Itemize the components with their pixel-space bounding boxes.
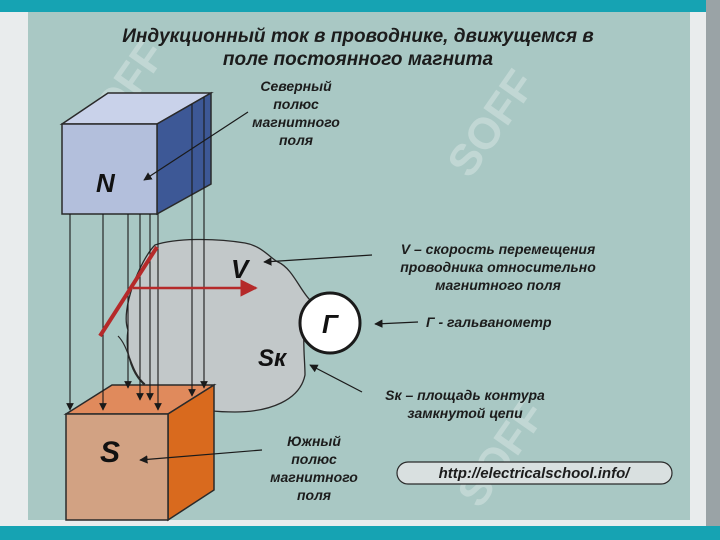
right-accent-bar [706,0,720,540]
area-symbol: Sк [258,345,288,372]
top-accent-bar [0,0,720,12]
svg-text:Sк – площадь контура: Sк – площадь контура [385,387,545,403]
svg-text:Южный: Южный [287,433,341,449]
magnetic-field-lines [66,97,208,411]
bottom-accent-bar [0,526,720,540]
svg-text:поля: поля [297,487,331,503]
south-magnet: S [63,383,217,522]
title-line-2: поле постоянного магнита [223,49,494,70]
galvanometer [298,291,362,355]
area-pointer [309,364,363,393]
velocity-symbol: V [231,254,251,284]
conductor [98,245,159,338]
svg-text:магнитного: магнитного [270,469,358,485]
velocity-label: V – скорость перемещения проводника отно… [400,241,596,293]
connecting-wire [117,335,146,385]
north-magnet: N [59,91,214,216]
circuit-area [125,238,311,413]
svg-text:магнитного: магнитного [252,114,340,130]
svg-text:поля: поля [279,132,313,148]
north-pole-pointer [143,111,249,181]
north-pole-label: Северный полюс магнитного поля [252,78,340,148]
watermark: SOFF [438,62,545,186]
galvanometer-label: Г - гальванометр [426,314,552,330]
svg-text:полюс: полюс [291,451,337,467]
galvanometer-symbol: Г [322,309,339,339]
svg-text:полюс: полюс [273,96,319,112]
south-pole-label: Южный полюс магнитного поля [270,433,358,503]
svg-text:проводника относительно: проводника относительно [400,259,596,275]
url-link[interactable]: http://electricalschool.info/ [439,465,632,482]
galvanometer-pointer [374,319,419,328]
svg-text:Северный: Северный [260,78,332,94]
url-badge [396,461,673,485]
velocity-pointer [263,254,373,266]
svg-text:магнитного поля: магнитного поля [435,277,561,293]
south-letter: S [100,436,120,469]
svg-text:V – скорость перемещения: V – скорость перемещения [401,241,595,257]
svg-text:замкнутой цепи: замкнутой цепи [407,405,523,421]
area-label: Sк – площадь контура замкнутой цепи [385,387,545,421]
title-line-1: Индукционный ток в проводнике, движущемс… [122,26,594,47]
north-letter: N [96,168,116,198]
south-pole-pointer [139,449,263,464]
